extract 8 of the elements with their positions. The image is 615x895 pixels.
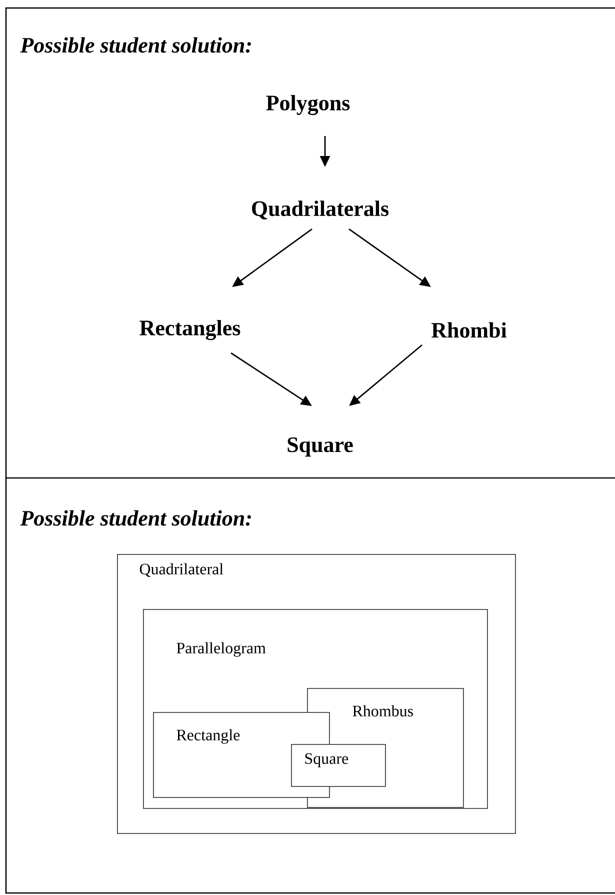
heading: Possible student solution: xyxy=(20,510,251,526)
heading: Possible student solution: xyxy=(20,37,251,53)
concept-word: Polygons xyxy=(266,94,350,116)
concept-word: Rhombi xyxy=(431,322,507,338)
concept-word: Square xyxy=(288,437,353,457)
set-box: Square xyxy=(291,744,386,787)
concept-word: Rectangles xyxy=(140,320,240,340)
concept-word: Quadrilaterals xyxy=(252,200,389,220)
